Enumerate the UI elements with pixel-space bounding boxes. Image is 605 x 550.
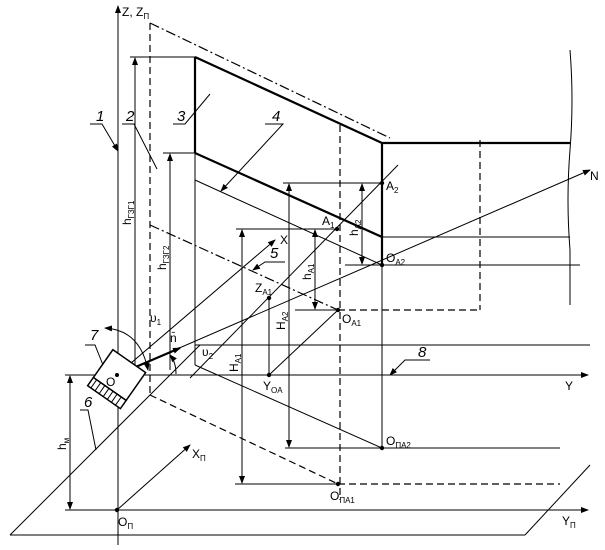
svg-text:OПА2: OПА2 xyxy=(386,434,411,450)
svg-text:5: 5 xyxy=(270,245,279,262)
svg-text:4: 4 xyxy=(272,108,280,125)
svg-text:hГЗГ2: hГЗГ2 xyxy=(155,245,171,270)
svg-text:OПА1: OПА1 xyxy=(330,489,355,505)
ground-plane xyxy=(9,344,591,536)
axes xyxy=(65,164,591,379)
svg-text:YOA: YOA xyxy=(263,379,283,395)
svg-text:XП: XП xyxy=(192,447,206,463)
svg-text:OA1: OA1 xyxy=(342,312,362,328)
svg-text:Y: Y xyxy=(565,379,573,393)
svg-text:OA2: OA2 xyxy=(386,251,406,267)
svg-text:hA2: hA2 xyxy=(347,219,363,236)
svg-text:X: X xyxy=(280,233,288,247)
svg-text:N: N xyxy=(590,169,599,183)
dimensions xyxy=(67,57,560,510)
vertical-plane-outline xyxy=(149,22,560,500)
svg-text:A1: A1 xyxy=(322,214,335,230)
svg-text:hм: hм xyxy=(55,438,71,450)
svg-text:3: 3 xyxy=(177,108,186,125)
svg-text:8: 8 xyxy=(418,344,427,361)
svg-text:HA1: HA1 xyxy=(227,353,243,372)
angle-v2-arc xyxy=(169,354,177,375)
svg-text:υ1: υ1 xyxy=(150,311,162,327)
labels: Z, ZП X Y N XП YП OП O A2 A1 OA2 OA1 OПА… xyxy=(55,5,599,531)
svg-text:YП: YП xyxy=(562,514,576,530)
svg-text:OП: OП xyxy=(118,515,133,531)
svg-text:Z, ZП: Z, ZП xyxy=(122,5,149,21)
building xyxy=(130,49,580,365)
svg-text:6: 6 xyxy=(84,394,93,411)
svg-text:ZA1: ZA1 xyxy=(255,281,273,297)
angle-v1-arc xyxy=(104,325,150,371)
svg-text:2: 2 xyxy=(125,108,135,125)
svg-text:1: 1 xyxy=(96,108,104,125)
svg-text:hA1: hA1 xyxy=(300,263,316,280)
svg-text:υ2: υ2 xyxy=(202,345,214,361)
svg-text:A2: A2 xyxy=(386,179,399,195)
points xyxy=(114,180,385,513)
callout-leaders xyxy=(80,93,430,451)
svg-text:hГЗГ1: hГЗГ1 xyxy=(120,200,136,225)
svg-text:n̄: n̄ xyxy=(170,331,177,345)
svg-text:7: 7 xyxy=(90,327,99,344)
svg-text:O: O xyxy=(106,375,115,389)
svg-text:HA2: HA2 xyxy=(274,311,290,330)
